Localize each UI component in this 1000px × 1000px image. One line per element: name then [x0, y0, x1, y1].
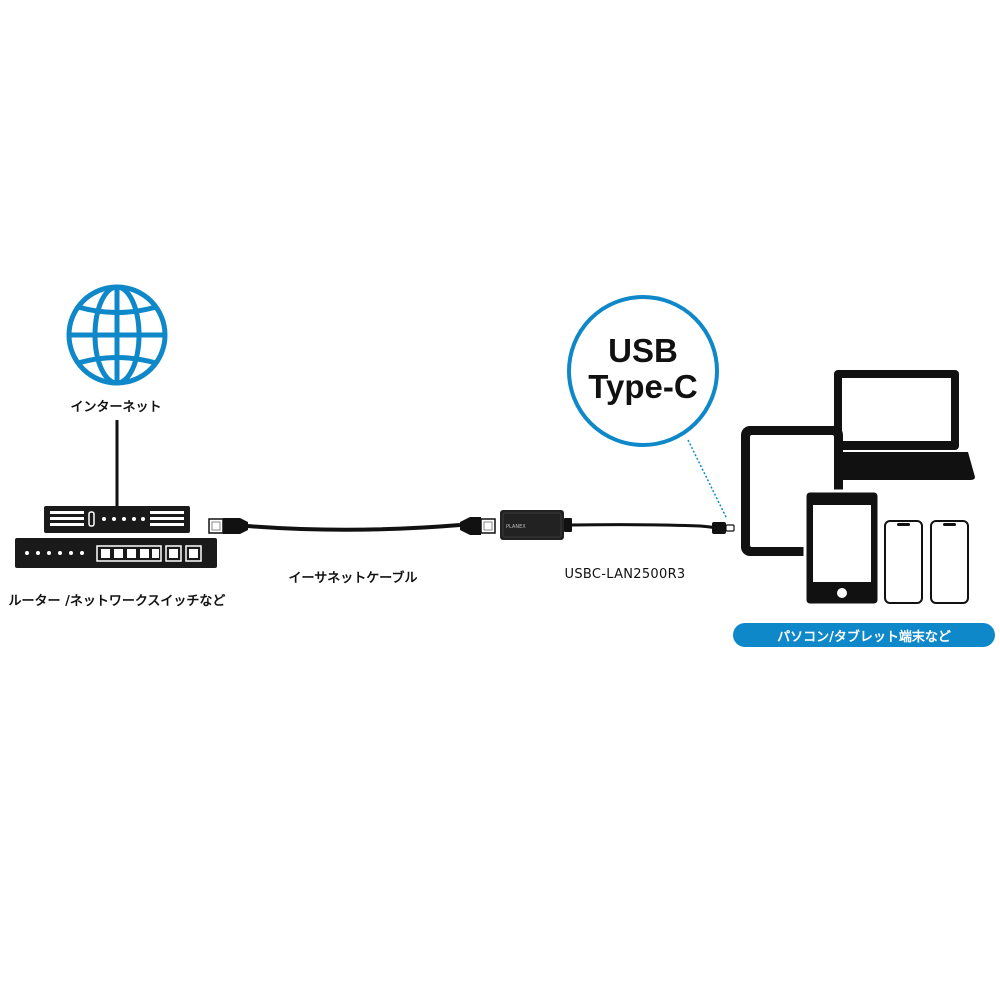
usb-lan-adapter-icon: PLANEX [500, 510, 572, 540]
adapter-brand-text: PLANEX [506, 524, 526, 530]
devices-label-pill: パソコン/タブレット端末など [733, 623, 995, 647]
ethernet-plug-icon [208, 518, 248, 534]
ethernet-cable [208, 517, 496, 535]
ethernet-plug-icon [460, 517, 496, 535]
router-label: ルーター /ネットワークスイッチなど [8, 594, 226, 609]
usb-c-cable [571, 523, 717, 530]
usb-c-plug-icon [712, 522, 735, 534]
usb-label-line2: Type-C [588, 368, 698, 405]
usb-label-line1: USB [608, 332, 678, 369]
adapter-model-label: USBC-LAN2500R3 [564, 567, 686, 582]
globe-icon [66, 284, 168, 386]
internet-label: インターネット [70, 400, 162, 415]
tablet-icon [803, 489, 881, 607]
router-icon [44, 506, 190, 533]
usb-type-c-callout [567, 295, 728, 520]
smartphone-icon [930, 520, 969, 604]
ethernet-cable-label: イーサネットケーブル [288, 571, 418, 586]
network-switch-icon [15, 538, 217, 568]
usb-type-c-label: USB Type-C [568, 333, 718, 405]
smartphone-icon [884, 520, 923, 604]
devices-label: パソコン/タブレット端末など [777, 629, 951, 645]
laptop-icon [813, 370, 975, 480]
